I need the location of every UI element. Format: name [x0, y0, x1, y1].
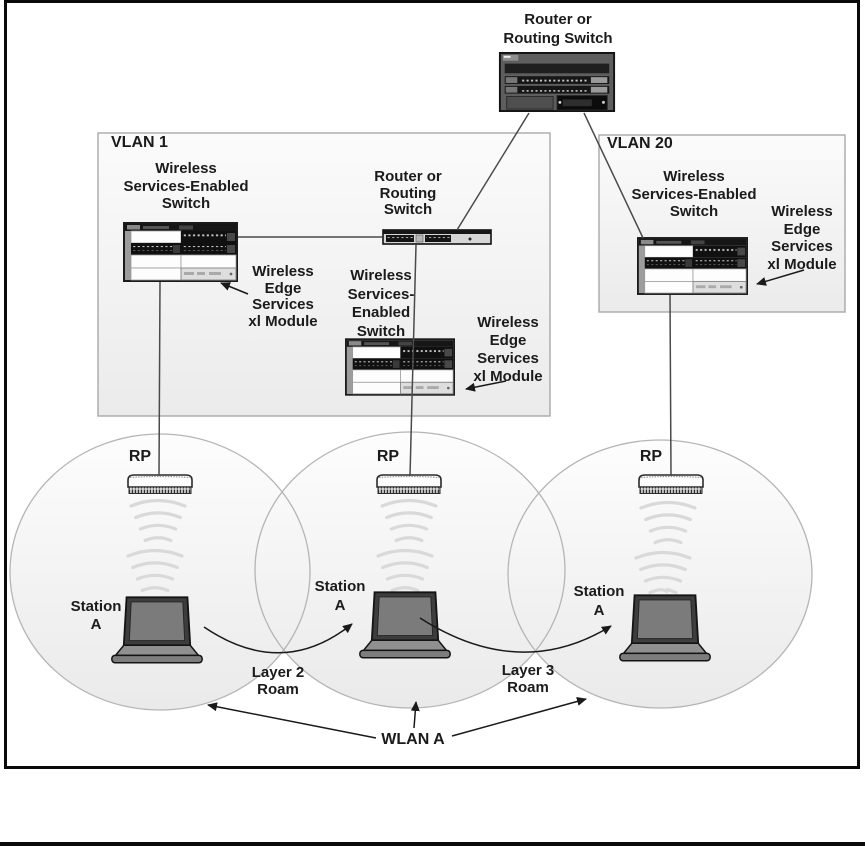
- coverage-cell-left-fill: [10, 434, 310, 710]
- vlan1-switch2-label: Wireless Services- Enabled Switch: [321, 267, 441, 341]
- vlan1-router-label-line3: Switch: [383, 201, 433, 218]
- wifi-waves-right-upper: [639, 500, 697, 545]
- middle-module-label-line3: Services: [477, 350, 539, 367]
- rp-label-right: RP: [639, 448, 663, 465]
- core-router-label-line1: Router or: [524, 11, 592, 28]
- vlan1-module-label-line4: xl Module: [248, 312, 318, 330]
- layer3-roam-label-line2: Roam: [507, 678, 549, 696]
- vlan1-module-label-line2: Edge: [264, 279, 302, 297]
- middle-module-label-line2: Edge: [489, 332, 527, 349]
- wlan-arrow-middle: [410, 701, 420, 729]
- link-core-to-vlan1-router: [456, 112, 530, 231]
- vlan1-router-label-line2: Routing: [379, 184, 437, 202]
- vlan1-title: VLAN 1: [111, 134, 168, 151]
- coverage-cell-right-outline: [507, 439, 813, 709]
- vlan1-switch1-label-line3: Switch: [161, 195, 211, 212]
- vlan20-module-label-line4: xl Module: [767, 255, 837, 273]
- station-label-right: Station A: [559, 582, 639, 620]
- coverage-cell-middle-fill: [255, 432, 565, 708]
- vlan20-module-pointer-arrow: [756, 269, 805, 286]
- core-router-label-line2: Routing Switch: [503, 30, 613, 47]
- bottom-rule: [0, 842, 865, 846]
- vlan1-router-label: Router or Routing Switch: [348, 168, 468, 219]
- wlan-label: WLAN A: [381, 731, 445, 748]
- vlan1-switch1-label: Wireless Services-Enabled Switch: [104, 160, 268, 213]
- coverage-cell-left-outline: [9, 433, 311, 711]
- vlan20-switch-label-line3: Switch: [669, 203, 719, 220]
- station-label-middle: Station A: [300, 577, 380, 615]
- vlan1-switch2-label-line3: Enabled: [351, 304, 411, 321]
- link-vlan20-switch-to-rp-right: [669, 294, 672, 477]
- station-label-left-line1: Station: [70, 598, 122, 615]
- radio-waves: [126, 498, 697, 595]
- connection-lines: [158, 112, 672, 477]
- middle-module-label: Wireless Edge Services xl Module: [448, 314, 568, 386]
- rp-label-left: RP: [128, 448, 152, 465]
- middle-module-label-line1: Wireless: [477, 314, 539, 331]
- coverage-cells: [9, 431, 813, 711]
- vlan1-router-label-line1: Router or: [374, 168, 442, 185]
- vlan20-switch-label-line2: Services-Enabled: [631, 185, 757, 203]
- coverage-cell-middle-outline: [254, 431, 566, 709]
- vlan1-module-label-line1: Wireless: [252, 263, 314, 280]
- core-router-label: Router or Routing Switch: [468, 10, 648, 48]
- vlan20-module-label-line2: Edge: [783, 220, 821, 238]
- vlan1-switch1-label-line1: Wireless: [155, 160, 217, 177]
- vlan1-module-pointer-arrow: [220, 282, 249, 295]
- vlan1-module-label: Wireless Edge Services xl Module: [223, 263, 343, 330]
- vlan20-switch-label: Wireless Services-Enabled Switch: [612, 168, 776, 221]
- layer2-roam-label-line2: Roam: [257, 680, 299, 698]
- vlan20-module-label-line3: Services: [771, 238, 833, 255]
- wifi-waves-right-lower: [634, 550, 692, 595]
- station-label-left-line2: A: [90, 616, 102, 633]
- wifi-waves-left-lower: [126, 548, 184, 593]
- layer3-roam-label: Layer 3 Roam: [478, 662, 578, 696]
- vlan1-switch2-label-line1: Wireless: [350, 267, 412, 284]
- wifi-waves-left-upper: [129, 498, 187, 543]
- link-switch1-to-rp-left: [158, 281, 161, 477]
- diagram-frame: [4, 0, 860, 769]
- layer2-roam-arrow: [203, 623, 353, 654]
- vlan1-module-label-line3: Services: [252, 296, 314, 313]
- layer2-roam-label-line1: Layer 2: [251, 664, 305, 681]
- link-router-to-rp-middle: [409, 244, 417, 477]
- vlan1-switch1-label-line2: Services-Enabled: [123, 177, 249, 195]
- vlan20-switch-label-line1: Wireless: [663, 168, 725, 185]
- middle-module-label-line4: xl Module: [473, 368, 543, 385]
- vlan20-module-label-line1: Wireless: [771, 203, 833, 220]
- layer3-roam-label-line1: Layer 3: [501, 662, 555, 679]
- vlan1-switch2-label-line2: Services-: [347, 285, 415, 303]
- middle-module-pointer-arrow: [465, 380, 507, 392]
- layer2-roam-label: Layer 2 Roam: [228, 664, 328, 698]
- coverage-cell-right-fill: [508, 440, 812, 708]
- wifi-waves-middle-lower: [376, 548, 434, 593]
- station-label-right-line1: Station: [573, 583, 625, 600]
- wlan-arrow-right: [451, 697, 587, 737]
- wlan-arrow-left: [207, 702, 377, 739]
- vlan20-title: VLAN 20: [607, 135, 673, 152]
- vlan20-module-label: Wireless Edge Services xl Module: [742, 203, 862, 273]
- station-label-middle-line2: A: [334, 597, 346, 614]
- layer3-roam-arrow: [419, 617, 612, 653]
- station-label-right-line2: A: [593, 602, 605, 619]
- station-label-left: Station A: [56, 598, 136, 634]
- arrows: [203, 269, 805, 739]
- vlan1-switch2-label-line4: Switch: [356, 322, 406, 340]
- station-label-middle-line1: Station: [314, 578, 366, 595]
- link-core-to-vlan20-switch: [583, 112, 644, 239]
- rp-label-middle: RP: [376, 448, 400, 465]
- wifi-waves-middle-upper: [380, 498, 438, 543]
